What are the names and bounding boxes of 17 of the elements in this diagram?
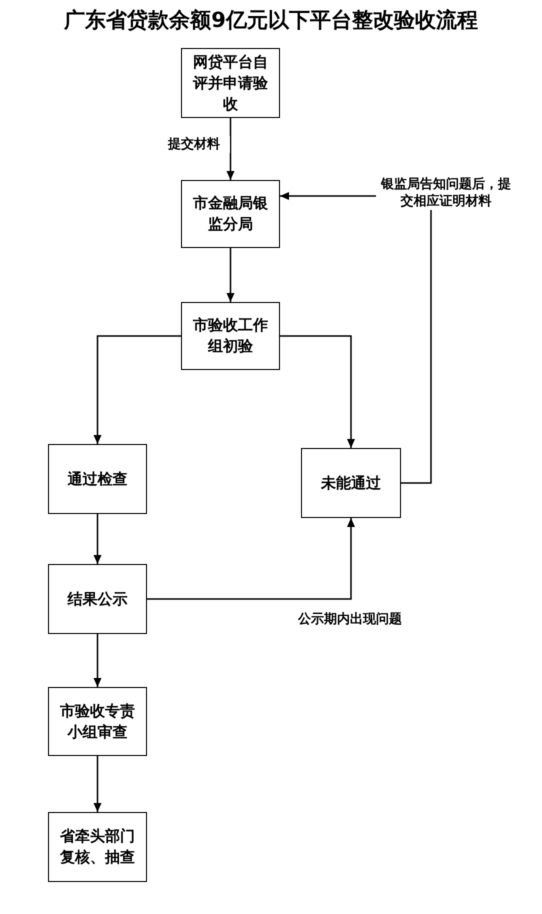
process-box: 市验收专责小组审查 [48, 687, 147, 756]
arrow [226, 118, 234, 180]
process-box: 未能通过 [301, 448, 401, 518]
process-box: 市验收工作组初验 [181, 302, 280, 370]
arrow [94, 756, 102, 812]
arrow [280, 335, 355, 448]
process-box: 通过检查 [48, 444, 147, 514]
process-box: 市金融局银监分局 [181, 180, 280, 248]
arrow [94, 634, 102, 687]
arrow [226, 248, 234, 302]
title: 广东省贷款余额9亿元以下平台整改验收流程 [62, 7, 479, 34]
arrow [147, 518, 355, 600]
process-box: 结果公示 [48, 564, 147, 634]
process-box: 省牵头部门复核、抽查 [48, 812, 147, 882]
arrow [94, 335, 181, 444]
process-box: 网贷平台自评并申请验收 [181, 48, 280, 118]
arrow [94, 514, 102, 564]
